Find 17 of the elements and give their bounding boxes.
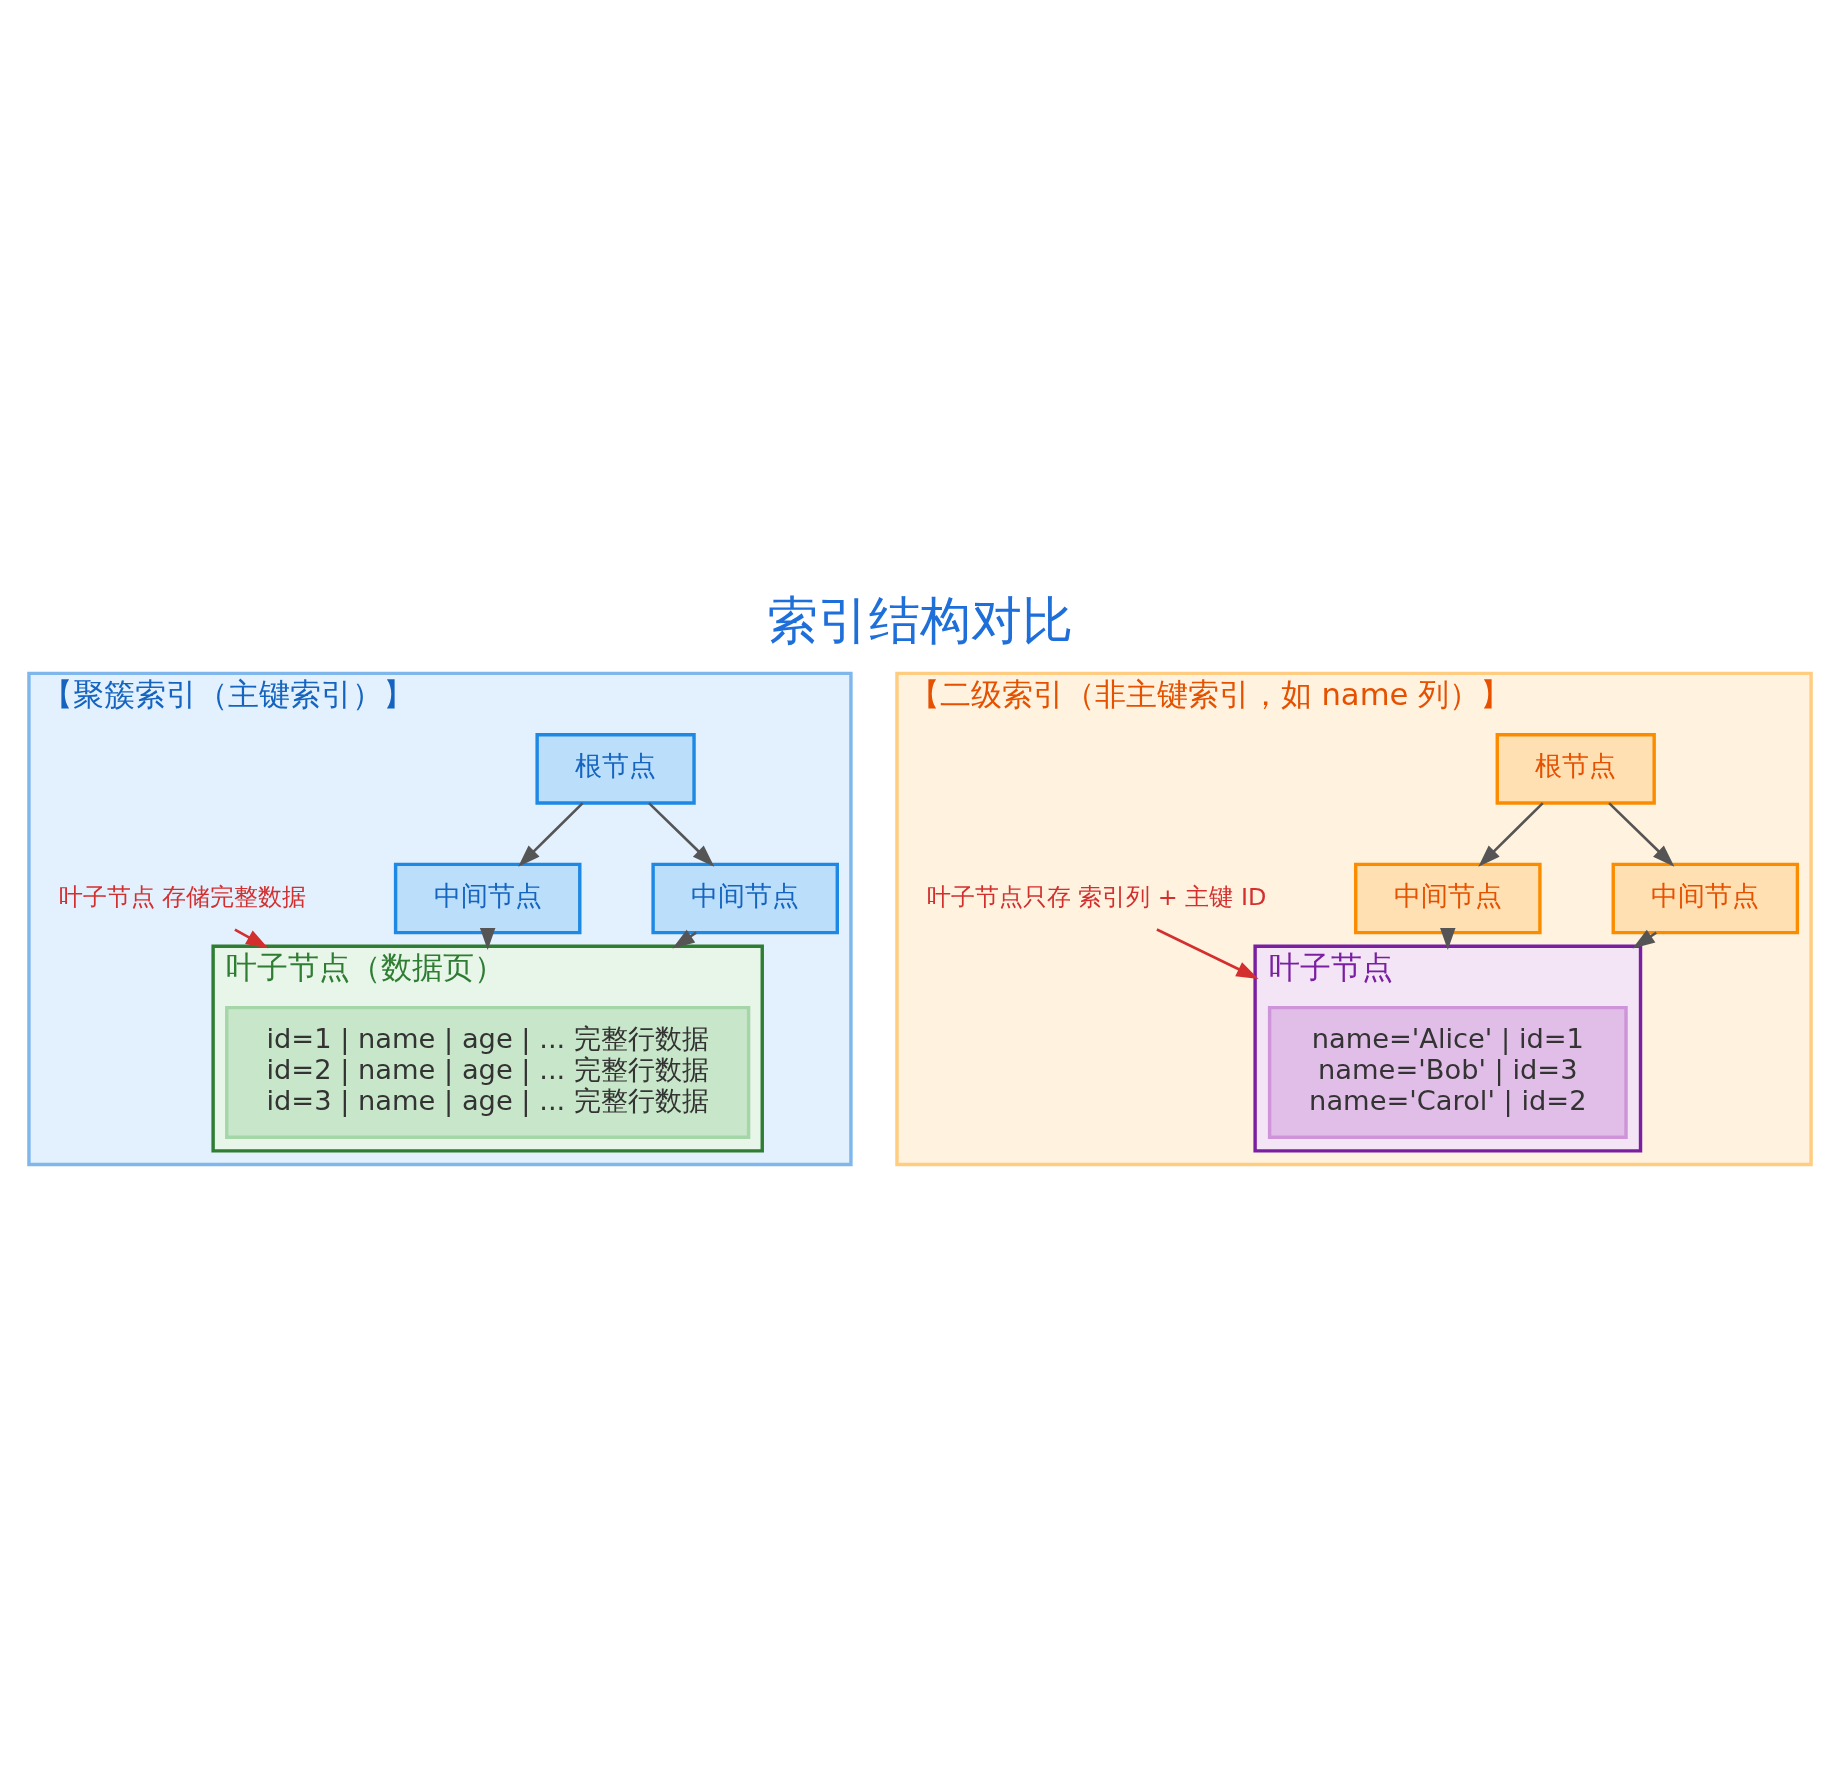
node-box: id=1 | name | age | ... 完整行数据 id=2 | name | age | ... 完整行数据 id=3 | name | age | ... 完整行数据: [225, 1005, 751, 1139]
arrow: [1156, 927, 1259, 979]
diagram-title: 索引结构对比: [767, 590, 1073, 650]
arrow: [1608, 801, 1675, 867]
node-box: 根节点: [1495, 732, 1656, 805]
arrow: [1478, 801, 1544, 867]
arrow: [648, 801, 715, 867]
node-box: 中间节点: [651, 862, 839, 934]
arrow: [518, 801, 584, 867]
node-text: 叶子节点只存 索引列 + 主键 ID: [926, 882, 1267, 911]
node-box: name='Alice' | id=1 name='Bob' | id=3 name='Carol' | id=2: [1267, 1005, 1628, 1139]
node-text: 叶子节点 存储完整数据: [58, 882, 307, 911]
arrow: [479, 927, 496, 950]
arrow: [1440, 927, 1456, 950]
node-box: 中间节点: [1611, 862, 1800, 934]
node-box: 根节点: [535, 732, 696, 805]
arrow: [234, 927, 269, 948]
